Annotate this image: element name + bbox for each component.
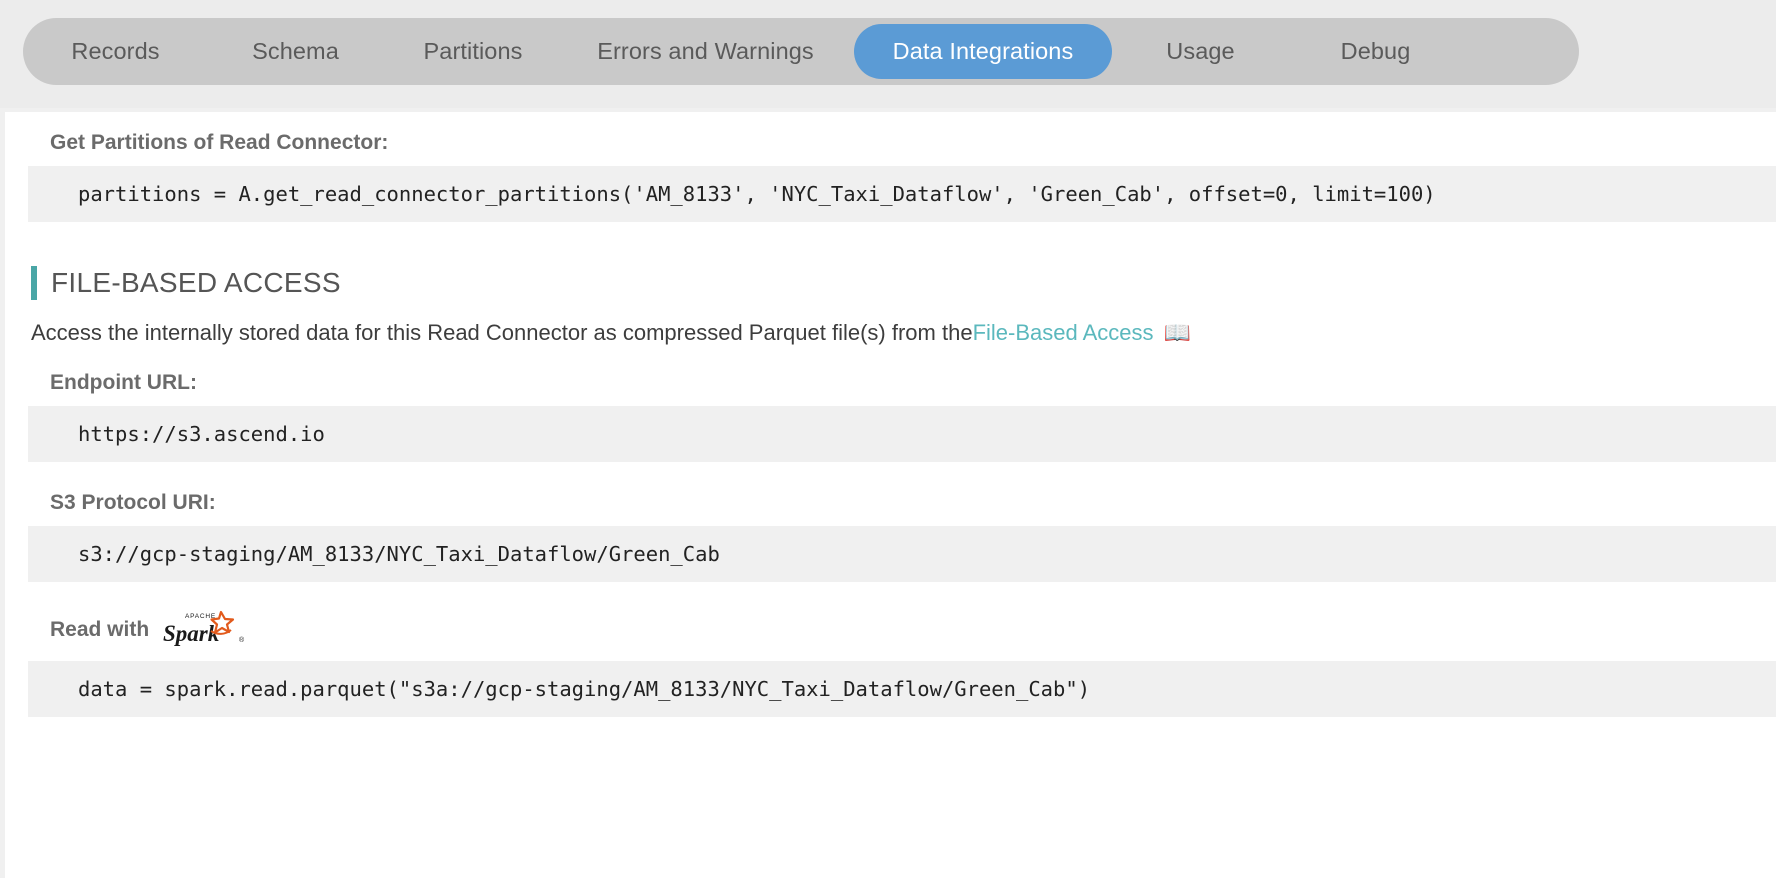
tab-usage[interactable]: Usage [1166, 38, 1235, 64]
tab-partitions[interactable]: Partitions [423, 38, 523, 64]
svg-text:APACHE: APACHE [185, 613, 216, 620]
tab-bar-pill: Records Schema Partitions Errors and War… [23, 18, 1579, 85]
file-based-access-link[interactable]: File-Based Access [972, 320, 1154, 345]
file-based-access-header: FILE-BASED ACCESS [31, 266, 341, 300]
tab-bar: Records Schema Partitions Errors and War… [0, 0, 1776, 108]
s3-protocol-uri-value[interactable]: s3://gcp-staging/AM_8133/NYC_Taxi_Datafl… [28, 526, 1776, 582]
spark-read-code-block[interactable]: data = spark.read.parquet("s3a://gcp-sta… [28, 661, 1776, 717]
tab-debug[interactable]: Debug [1340, 38, 1411, 64]
read-with-spark-row: Read with APACHE Spark ® [50, 608, 251, 652]
endpoint-url-value[interactable]: https://s3.ascend.io [28, 406, 1776, 462]
tab-data-integrations[interactable]: Data Integrations [854, 24, 1112, 79]
svg-text:Spark: Spark [163, 621, 220, 646]
apache-spark-logo-icon: APACHE Spark ® [159, 608, 251, 652]
get-partitions-code-block[interactable]: partitions = A.get_read_connector_partit… [28, 166, 1776, 222]
s3-protocol-uri-label: S3 Protocol URI: [50, 491, 216, 514]
tab-records[interactable]: Records [71, 38, 160, 64]
tab-schema[interactable]: Schema [252, 38, 339, 64]
section-accent-bar [31, 266, 37, 300]
data-integrations-panel: Get Partitions of Read Connector: partit… [0, 108, 1776, 878]
svg-text:®: ® [239, 636, 245, 644]
file-based-access-description: Access the internally stored data for th… [31, 320, 1191, 346]
s3-uri-label-wrap: S3 Protocol URI: [50, 491, 216, 515]
section-title: FILE-BASED ACCESS [51, 267, 341, 298]
description-text: Access the internally stored data for th… [31, 320, 973, 345]
endpoint-url-label-wrap: Endpoint URL: [50, 371, 197, 395]
panel-top-divider [5, 108, 1776, 112]
endpoint-url-label: Endpoint URL: [50, 371, 197, 394]
tab-errors-and-warnings[interactable]: Errors and Warnings [597, 38, 814, 64]
get-partitions-label: Get Partitions of Read Connector: [50, 131, 389, 154]
book-icon: 📖 [1163, 320, 1191, 345]
read-with-label: Read with [50, 618, 150, 641]
